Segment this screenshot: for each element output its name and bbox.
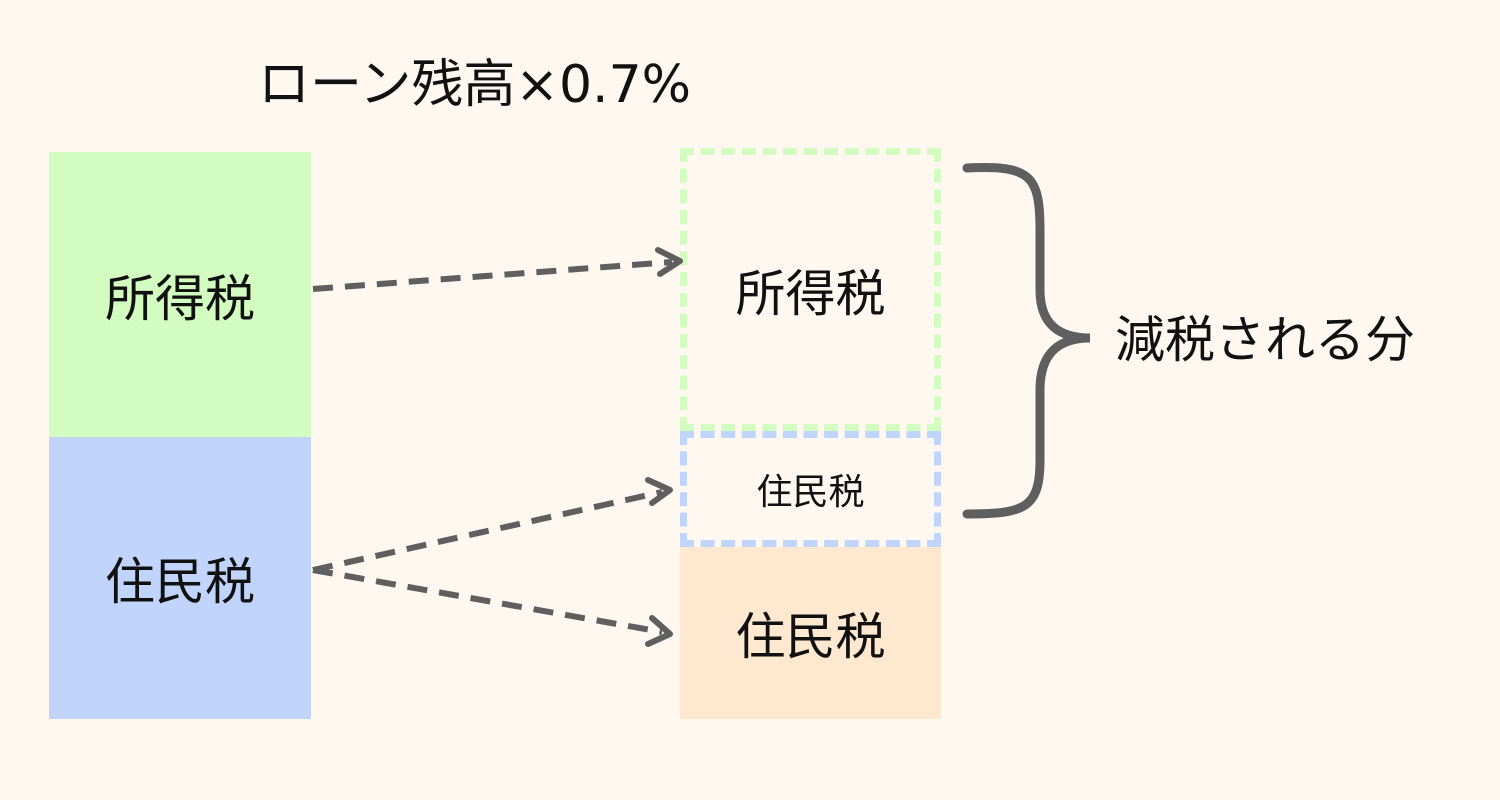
left-resident-tax-block: 住民税 [49,437,311,719]
right-income-tax-label: 所得税 [735,264,886,323]
right-resident-tax-remaining-label: 住民税 [735,608,886,666]
arrow-income-tax [312,259,673,292]
diagram-title: ローン残高×0.7% [258,55,692,115]
arrowhead-icon [645,615,673,647]
right-resident-tax-dashed-block: 住民税 [680,431,941,547]
left-income-tax-label: 所得税 [105,269,255,328]
right-resident-tax-remaining-block: 住民税 [680,547,941,719]
arrow-resident-tax-remaining [312,567,663,635]
arrowhead-icon [645,477,673,506]
arrow-resident-tax-reduced [312,489,663,573]
left-income-tax-block: 所得税 [49,152,311,437]
brace-label: 減税される分 [1115,311,1415,369]
curly-brace-icon [962,163,1091,519]
arrowhead-icon [655,247,683,277]
left-resident-tax-label: 住民税 [105,553,255,611]
right-income-tax-dashed-block: 所得税 [680,148,941,431]
right-resident-tax-reduced-label: 住民税 [756,472,865,513]
